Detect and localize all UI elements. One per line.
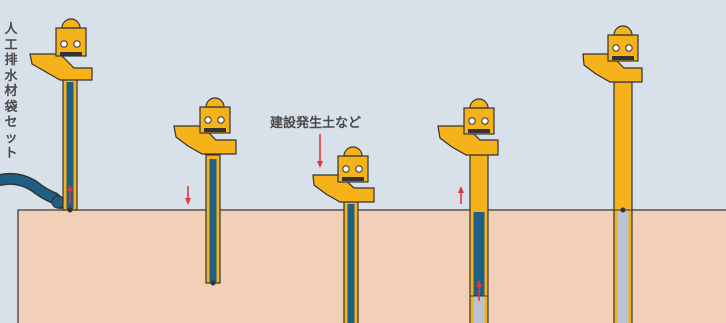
stage-4-up-arrow-icon: [458, 186, 464, 204]
stage-3-machine: [312, 146, 375, 323]
drain-set-label: 人工排水材袋セット: [4, 22, 18, 161]
stage-1-machine: [29, 18, 93, 213]
stage-2-arrow-icon: [185, 186, 191, 205]
stage-4-inner-arrow-icon: [476, 280, 482, 301]
hose-end: [51, 195, 65, 209]
stage-1-arrow-icon: [67, 185, 73, 203]
stage-2-machine: [173, 97, 237, 286]
stage-4-machine: [437, 98, 499, 323]
soil-arrow-icon: [317, 134, 323, 168]
stage-5-machine: [582, 25, 643, 323]
soil-label: 建設発生土など: [270, 116, 362, 131]
ground: [17, 209, 726, 323]
